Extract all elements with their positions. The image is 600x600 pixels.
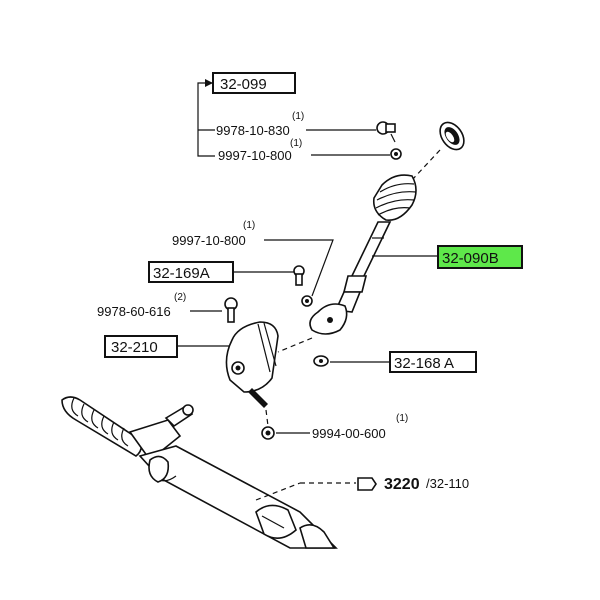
leader-9997-10-800-mid [264,239,334,297]
nut-dash [265,409,269,427]
qty-9997-10-800-top: (1) [290,138,302,149]
pinch-bolt-part[interactable] [293,265,305,286]
book-icon [357,477,377,491]
nut-part-mid[interactable] [301,295,313,307]
ref-32-168A: 32-168 A [394,355,454,372]
nut-part-top[interactable] [390,148,402,160]
pn-9997-10-800-top: 9997-10-800 [218,148,292,163]
bracket-arrow [205,79,213,87]
washer-part[interactable] [313,355,329,367]
ref-32-210: 32-210 [111,339,158,356]
seal-dash [411,149,441,181]
qty-9978-60-616: (2) [174,292,186,303]
rack-dash-leader [255,482,301,501]
pn-9978-60-616: 9978-60-616 [97,304,171,319]
cover-dash [277,337,313,353]
bolt-part[interactable] [376,121,396,143]
pn-9978-10-830: 9978-10-830 [216,123,290,138]
bracket-bolt-part[interactable] [224,297,238,323]
qty-9978-10-830: (1) [292,111,304,122]
ref-box-32-090B[interactable] [437,245,523,269]
seal-ring-part[interactable] [435,118,469,154]
pn-9997-10-800-mid: 9997-10-800 [172,233,246,248]
ref-3220[interactable]: 3220 [384,476,420,493]
ref-32-090B: 32-090B [442,250,499,267]
ref-32-110[interactable]: /32-110 [426,476,469,491]
qty-9994-00-600: (1) [396,413,408,424]
boot-cover-part[interactable] [225,321,279,408]
ref-box-32-168A[interactable] [389,351,477,373]
pn-9994-00-600: 9994-00-600 [312,426,386,441]
ref-32-099: 32-099 [220,76,267,93]
steering-rack-part[interactable] [61,396,338,549]
intermediate-shaft-part[interactable] [309,174,417,335]
ref-32-169A: 32-169A [153,265,210,282]
bottom-nut-part[interactable] [261,426,275,440]
qty-9997-10-800-mid: (1) [243,220,255,231]
